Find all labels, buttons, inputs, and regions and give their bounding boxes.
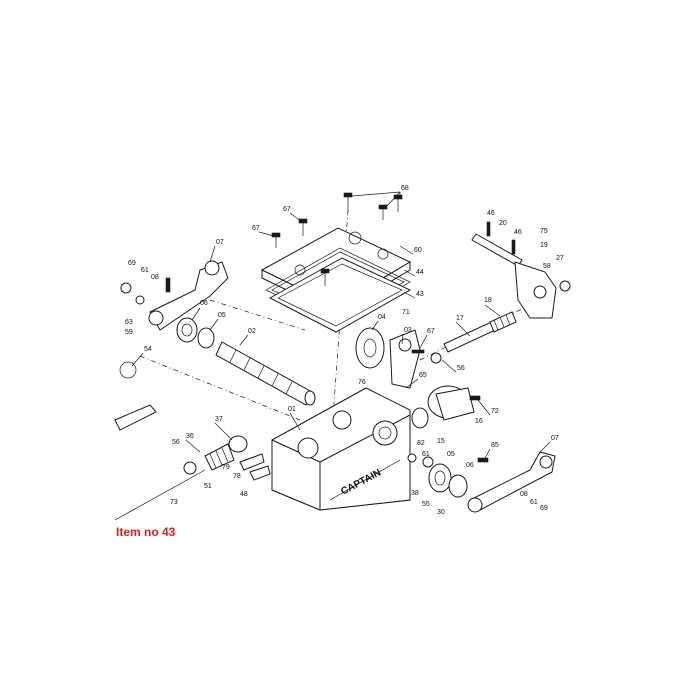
- label-82: 82: [417, 440, 425, 447]
- label-69a: 69: [128, 260, 136, 267]
- leader-lines: [131, 191, 551, 461]
- label-43: 43: [416, 291, 424, 298]
- label-20: 20: [499, 220, 507, 227]
- main-housing: [271, 387, 411, 511]
- label-46a: 46: [487, 210, 495, 217]
- label-05b: 05: [447, 451, 455, 458]
- label-03: 03: [404, 327, 412, 334]
- label-67b: 67: [252, 225, 260, 232]
- label-02: 02: [248, 328, 256, 335]
- label-65: 65: [419, 372, 427, 379]
- lift-arm-right: [467, 451, 556, 513]
- label-67a: 67: [283, 206, 291, 213]
- label-38: 38: [411, 490, 419, 497]
- label-69b: 69: [540, 505, 548, 512]
- label-61b: 61: [422, 451, 430, 458]
- label-27: 27: [556, 255, 564, 262]
- label-71: 71: [402, 309, 410, 316]
- label-01: 01: [288, 406, 296, 413]
- label-76: 76: [358, 379, 366, 386]
- label-46b: 46: [514, 229, 522, 236]
- label-04: 04: [378, 314, 386, 321]
- label-60: 60: [414, 247, 422, 254]
- label-59: 59: [125, 329, 133, 336]
- valve-parts: [183, 435, 271, 481]
- label-78: 78: [233, 473, 241, 480]
- label-44: 44: [416, 269, 424, 276]
- small-fasteners: [407, 349, 489, 468]
- label-68: 68: [401, 185, 409, 192]
- label-79: 79: [222, 464, 230, 471]
- label-37: 37: [215, 416, 223, 423]
- cover-bolts: [271, 192, 403, 286]
- label-36: 36: [186, 433, 194, 440]
- cross-shaft: [215, 341, 316, 406]
- label-15: 15: [437, 438, 445, 445]
- left-small-parts: [114, 277, 206, 521]
- label-67c: 67: [427, 328, 435, 335]
- label-51: 51: [204, 483, 212, 490]
- label-30: 30: [437, 509, 445, 516]
- label-56a: 56: [457, 365, 465, 372]
- item-caption: Item no 43: [116, 525, 176, 539]
- label-55: 55: [422, 501, 430, 508]
- label-05a: 05: [218, 312, 226, 319]
- label-17: 17: [456, 315, 464, 322]
- label-75: 75: [540, 228, 548, 235]
- label-54: 54: [144, 346, 152, 353]
- lower-plate: [268, 257, 412, 333]
- label-85: 85: [491, 442, 499, 449]
- lever-assembly: [355, 327, 421, 389]
- label-72: 72: [491, 408, 499, 415]
- label-56b: 56: [172, 439, 180, 446]
- lift-arm-left: [148, 260, 229, 331]
- label-63: 63: [125, 319, 133, 326]
- flange: [411, 385, 475, 429]
- label-48: 48: [240, 491, 248, 498]
- label-16: 16: [475, 418, 483, 425]
- bushings-right: [428, 463, 468, 498]
- rod-assembly: [471, 221, 571, 319]
- label-07b: 07: [551, 435, 559, 442]
- label-19: 19: [540, 242, 548, 249]
- label-07a: 07: [216, 239, 224, 246]
- label-06b: 06: [466, 462, 474, 469]
- bushings-left: [176, 317, 215, 349]
- label-58: 58: [543, 263, 551, 270]
- label-06a: 06: [200, 300, 208, 307]
- threaded-rod: [443, 311, 517, 353]
- label-08a: 08: [151, 274, 159, 281]
- label-73: 73: [170, 499, 178, 506]
- label-61a: 61: [141, 267, 149, 274]
- label-08b: 08: [520, 491, 528, 498]
- label-61c: 61: [530, 499, 538, 506]
- label-18: 18: [484, 297, 492, 304]
- part-labels: 68 67 67 60 44 43 07 69 61 08 06 05 02 6…: [125, 185, 564, 516]
